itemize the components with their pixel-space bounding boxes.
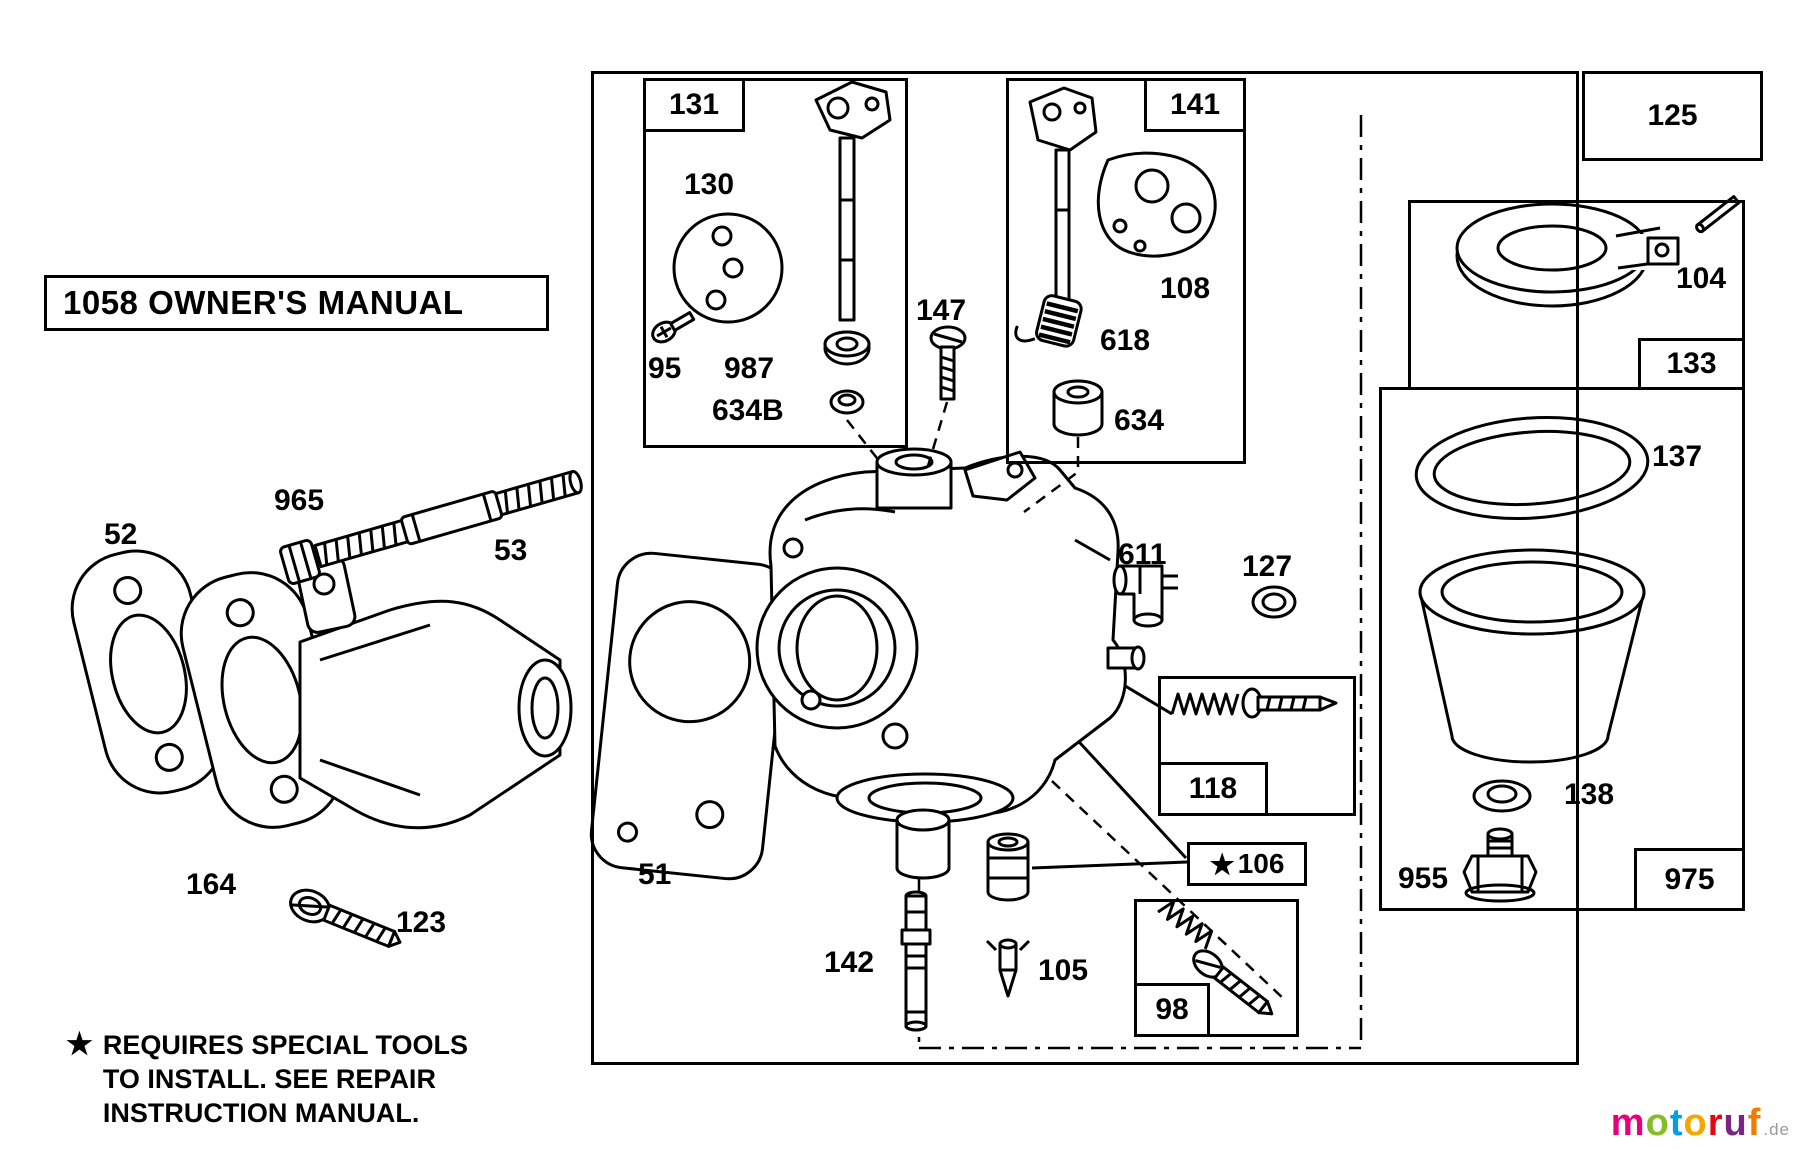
screw-95-drawing bbox=[651, 311, 696, 344]
part-label-987: 987 bbox=[724, 352, 775, 385]
logo-letter: t bbox=[1669, 1102, 1684, 1144]
logo-letter: r bbox=[1707, 1102, 1724, 1144]
frame-141 bbox=[1006, 78, 1246, 464]
part-label-95: 95 bbox=[648, 352, 682, 385]
logo-letter: f bbox=[1747, 1102, 1762, 1144]
part-label-53: 53 bbox=[494, 534, 528, 567]
stud-53-drawing bbox=[279, 469, 583, 585]
screw-123-drawing bbox=[289, 888, 402, 948]
part-label-618: 618 bbox=[1100, 324, 1151, 357]
spring-618-drawing bbox=[1014, 294, 1083, 348]
part-label-98: 98 bbox=[1134, 983, 1210, 1037]
logo-letter: u bbox=[1723, 1102, 1748, 1144]
manifold-164-drawing bbox=[179, 556, 573, 830]
part-label-142: 142 bbox=[824, 946, 875, 979]
logo-letter: m bbox=[1610, 1102, 1646, 1144]
part-label-141: 141 bbox=[1144, 78, 1246, 132]
part-label-118: 118 bbox=[1158, 762, 1268, 816]
part-label-955: 955 bbox=[1398, 862, 1449, 895]
leader-to-106 bbox=[1031, 860, 1188, 870]
nozzle-142-drawing bbox=[900, 890, 932, 1032]
part-label-125: 125 bbox=[1582, 71, 1763, 161]
part-label-106: ★106 bbox=[1187, 842, 1307, 886]
idle-spring-118-drawing bbox=[1170, 687, 1338, 719]
part-label-104: 104 bbox=[1676, 262, 1727, 295]
owners-manual-label: 1058 OWNER'S MANUAL bbox=[44, 275, 549, 331]
gasket-51-drawing bbox=[589, 551, 791, 881]
part-label-634: 634 bbox=[1114, 404, 1165, 437]
elbow-611-drawing bbox=[1112, 564, 1178, 628]
nut-965-drawing bbox=[279, 539, 321, 585]
idle-valve-98-drawing bbox=[1157, 900, 1274, 1016]
special-tool-star-icon: ★ bbox=[1209, 848, 1235, 880]
part-label-123: 123 bbox=[396, 906, 447, 939]
part-label-137: 137 bbox=[1652, 440, 1703, 473]
part-label-51: 51 bbox=[638, 858, 672, 891]
part-label-147: 147 bbox=[916, 294, 967, 327]
throttle-shaft-131-drawing bbox=[814, 80, 892, 463]
frame-98 bbox=[1134, 899, 1299, 1037]
frame-131 bbox=[643, 78, 908, 448]
part-label-133: 133 bbox=[1638, 338, 1745, 390]
part-label-130: 130 bbox=[684, 168, 735, 201]
logo-letter: o bbox=[1645, 1102, 1670, 1144]
part-label-634B: 634B bbox=[712, 394, 784, 427]
hinge-pin-104-drawing bbox=[1695, 195, 1741, 234]
part-label-965: 965 bbox=[274, 484, 325, 517]
throttle-disc-130-drawing bbox=[672, 212, 784, 324]
logo-suffix: .de bbox=[1763, 1120, 1790, 1139]
special-tools-footnote: ★ REQUIRES SPECIAL TOOLS TO INSTALL. SEE… bbox=[66, 1028, 468, 1130]
washer-138-drawing bbox=[1472, 779, 1532, 813]
part-label-611: 611 bbox=[1118, 538, 1167, 571]
plate-108-drawing bbox=[1096, 151, 1217, 258]
needle-105-drawing bbox=[985, 938, 1031, 998]
main-jet-106-drawing bbox=[986, 832, 1030, 902]
part-label-108: 108 bbox=[1160, 272, 1211, 305]
float-104-drawing bbox=[1455, 202, 1680, 308]
frame-137 bbox=[1379, 387, 1745, 911]
part-label-164: 164 bbox=[186, 868, 237, 901]
screw-147-drawing bbox=[926, 325, 967, 467]
part-label-127: 127 bbox=[1242, 550, 1293, 583]
part-label-975: 975 bbox=[1634, 848, 1745, 911]
plug-127-drawing bbox=[1251, 585, 1297, 619]
oring-137-drawing bbox=[1414, 415, 1650, 521]
float-bowl-drawing bbox=[1418, 548, 1646, 764]
footnote-text: REQUIRES SPECIAL TOOLS TO INSTALL. SEE R… bbox=[102, 1030, 468, 1129]
choke-shaft-141-drawing bbox=[1028, 86, 1098, 312]
main-assembly-frame bbox=[591, 71, 1579, 1065]
bushing-634-drawing bbox=[1023, 379, 1104, 514]
part-label-131: 131 bbox=[643, 78, 745, 132]
special-tool-star-icon: ★ bbox=[66, 1028, 93, 1061]
part-label-105: 105 bbox=[1038, 954, 1089, 987]
bowl-bolt-955-drawing bbox=[1462, 827, 1538, 903]
part-label-138: 138 bbox=[1564, 778, 1615, 811]
part-label-52: 52 bbox=[104, 518, 138, 551]
logo-letter: o bbox=[1683, 1102, 1708, 1144]
carburetor-body-drawing bbox=[755, 447, 1146, 880]
